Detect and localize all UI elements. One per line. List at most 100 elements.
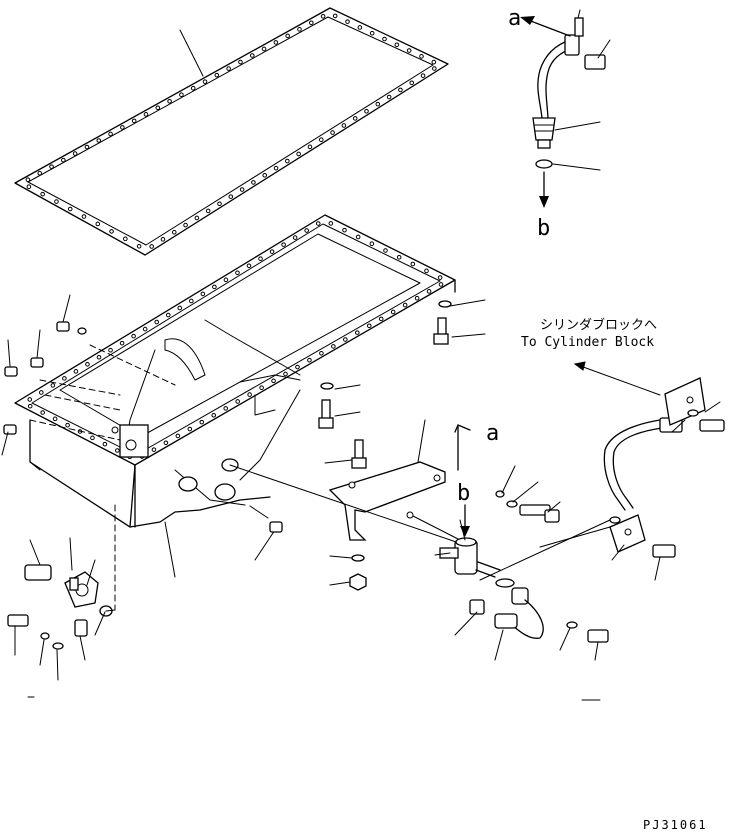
bolt-hole [437,275,443,280]
bolt-hole [369,241,375,247]
bolt-hole [281,242,286,247]
bolt-hole [410,261,416,267]
bolt-hole [355,234,361,240]
bolt-hole [90,435,95,441]
bolt-hole [108,131,113,137]
bolt-hole [102,441,108,447]
bolt-hole [142,326,148,332]
bolt-hole [39,390,44,395]
oil-sensor-assembly [434,519,609,661]
bolt-hole [343,337,348,342]
note-english: To Cylinder Block [521,335,654,350]
bolt-hole [194,215,200,221]
bolt-hole [409,80,415,86]
bolt-hole [143,112,149,117]
bolt-hole [297,27,302,32]
bolt-hole [341,123,347,128]
bolt-hole [307,144,313,150]
bolt-hole [217,201,222,207]
bolt-hole [261,46,267,52]
bolt-hole [199,419,205,425]
right-fasteners [495,465,561,523]
bolt-hole [27,403,33,409]
bolt-hole [52,416,58,422]
bolt-hole [315,221,321,226]
bolt-hole [131,333,136,339]
label-b-mid: b [457,481,470,506]
bolt-hole [375,101,381,107]
bolt-hole [123,236,128,242]
bolt-hole [179,92,184,98]
bolt-hole [247,392,252,397]
bolt-hole [155,105,161,111]
arrow-a-top-head [520,16,535,25]
drain-plugs-left [3,321,87,435]
label-a-top: a [508,6,521,31]
bolt-hole [214,72,220,78]
bolt-hole [235,270,240,276]
bolt-hole [406,48,412,53]
bolt-hole [211,412,217,418]
bolt-hole [85,361,90,367]
bolt-hole [258,256,263,262]
sensor-bracket [229,419,469,547]
bolt-hole [366,323,372,329]
note-japanese: シリンダブロックへ [540,317,657,333]
bolt-hole [119,340,125,346]
bolt-hole [378,316,384,322]
bolt-hole [249,53,255,58]
leader-gasket [179,29,204,77]
bolt-hole [238,59,243,65]
bolt-hole [307,357,312,363]
bolt-hole [202,79,208,84]
center-fasteners [318,299,486,591]
bolt-hole [175,433,181,439]
bolt-hole [304,228,309,233]
bolt-hole [108,347,113,353]
bolt-hole [61,157,66,163]
label-b-top: b [537,216,550,241]
bolt-hole [273,165,279,171]
bolt-hole [396,254,402,260]
top-right-detail [532,9,611,171]
bolt-hole [382,36,387,42]
bolt-hole [283,371,288,377]
bolt-hole [319,350,324,356]
bolt-hole [285,158,290,164]
bolt-hole [330,130,335,135]
bolt-hole [262,172,268,178]
bolt-hole [160,237,166,242]
label-a-mid: a [486,421,499,446]
bolt-hole [285,33,290,39]
bolt-hole [54,199,59,204]
bolt-hole [308,20,314,26]
bolt-hole [352,116,358,121]
bolt-hole [49,164,54,169]
bolt-hole [235,399,240,404]
bolt-hole [149,244,154,249]
bolt-hole [84,144,90,150]
bolt-hole [251,180,256,185]
bolt-hole [27,397,33,402]
bolt-hole [40,191,45,197]
bolt-hole [167,98,172,104]
bolt-hole [246,263,252,269]
bolt-hole [37,170,43,176]
bolt-hole [390,309,396,315]
bolt-hole [109,229,114,234]
bolt-hole [239,187,245,192]
bolt-hole [419,54,424,59]
bolt-hole [259,385,264,391]
bolt-hole [120,125,125,130]
bolt-hole [163,440,169,446]
bolt-hole [398,87,403,93]
bolt-hole [115,448,120,453]
oil-pan [14,214,456,611]
bolt-hole [402,302,408,308]
bolt-hole [96,138,102,143]
bolt-hole [328,221,334,226]
bolt-hole [50,383,56,388]
bolt-hole [95,221,101,227]
arrow-b-top-head [539,196,549,208]
